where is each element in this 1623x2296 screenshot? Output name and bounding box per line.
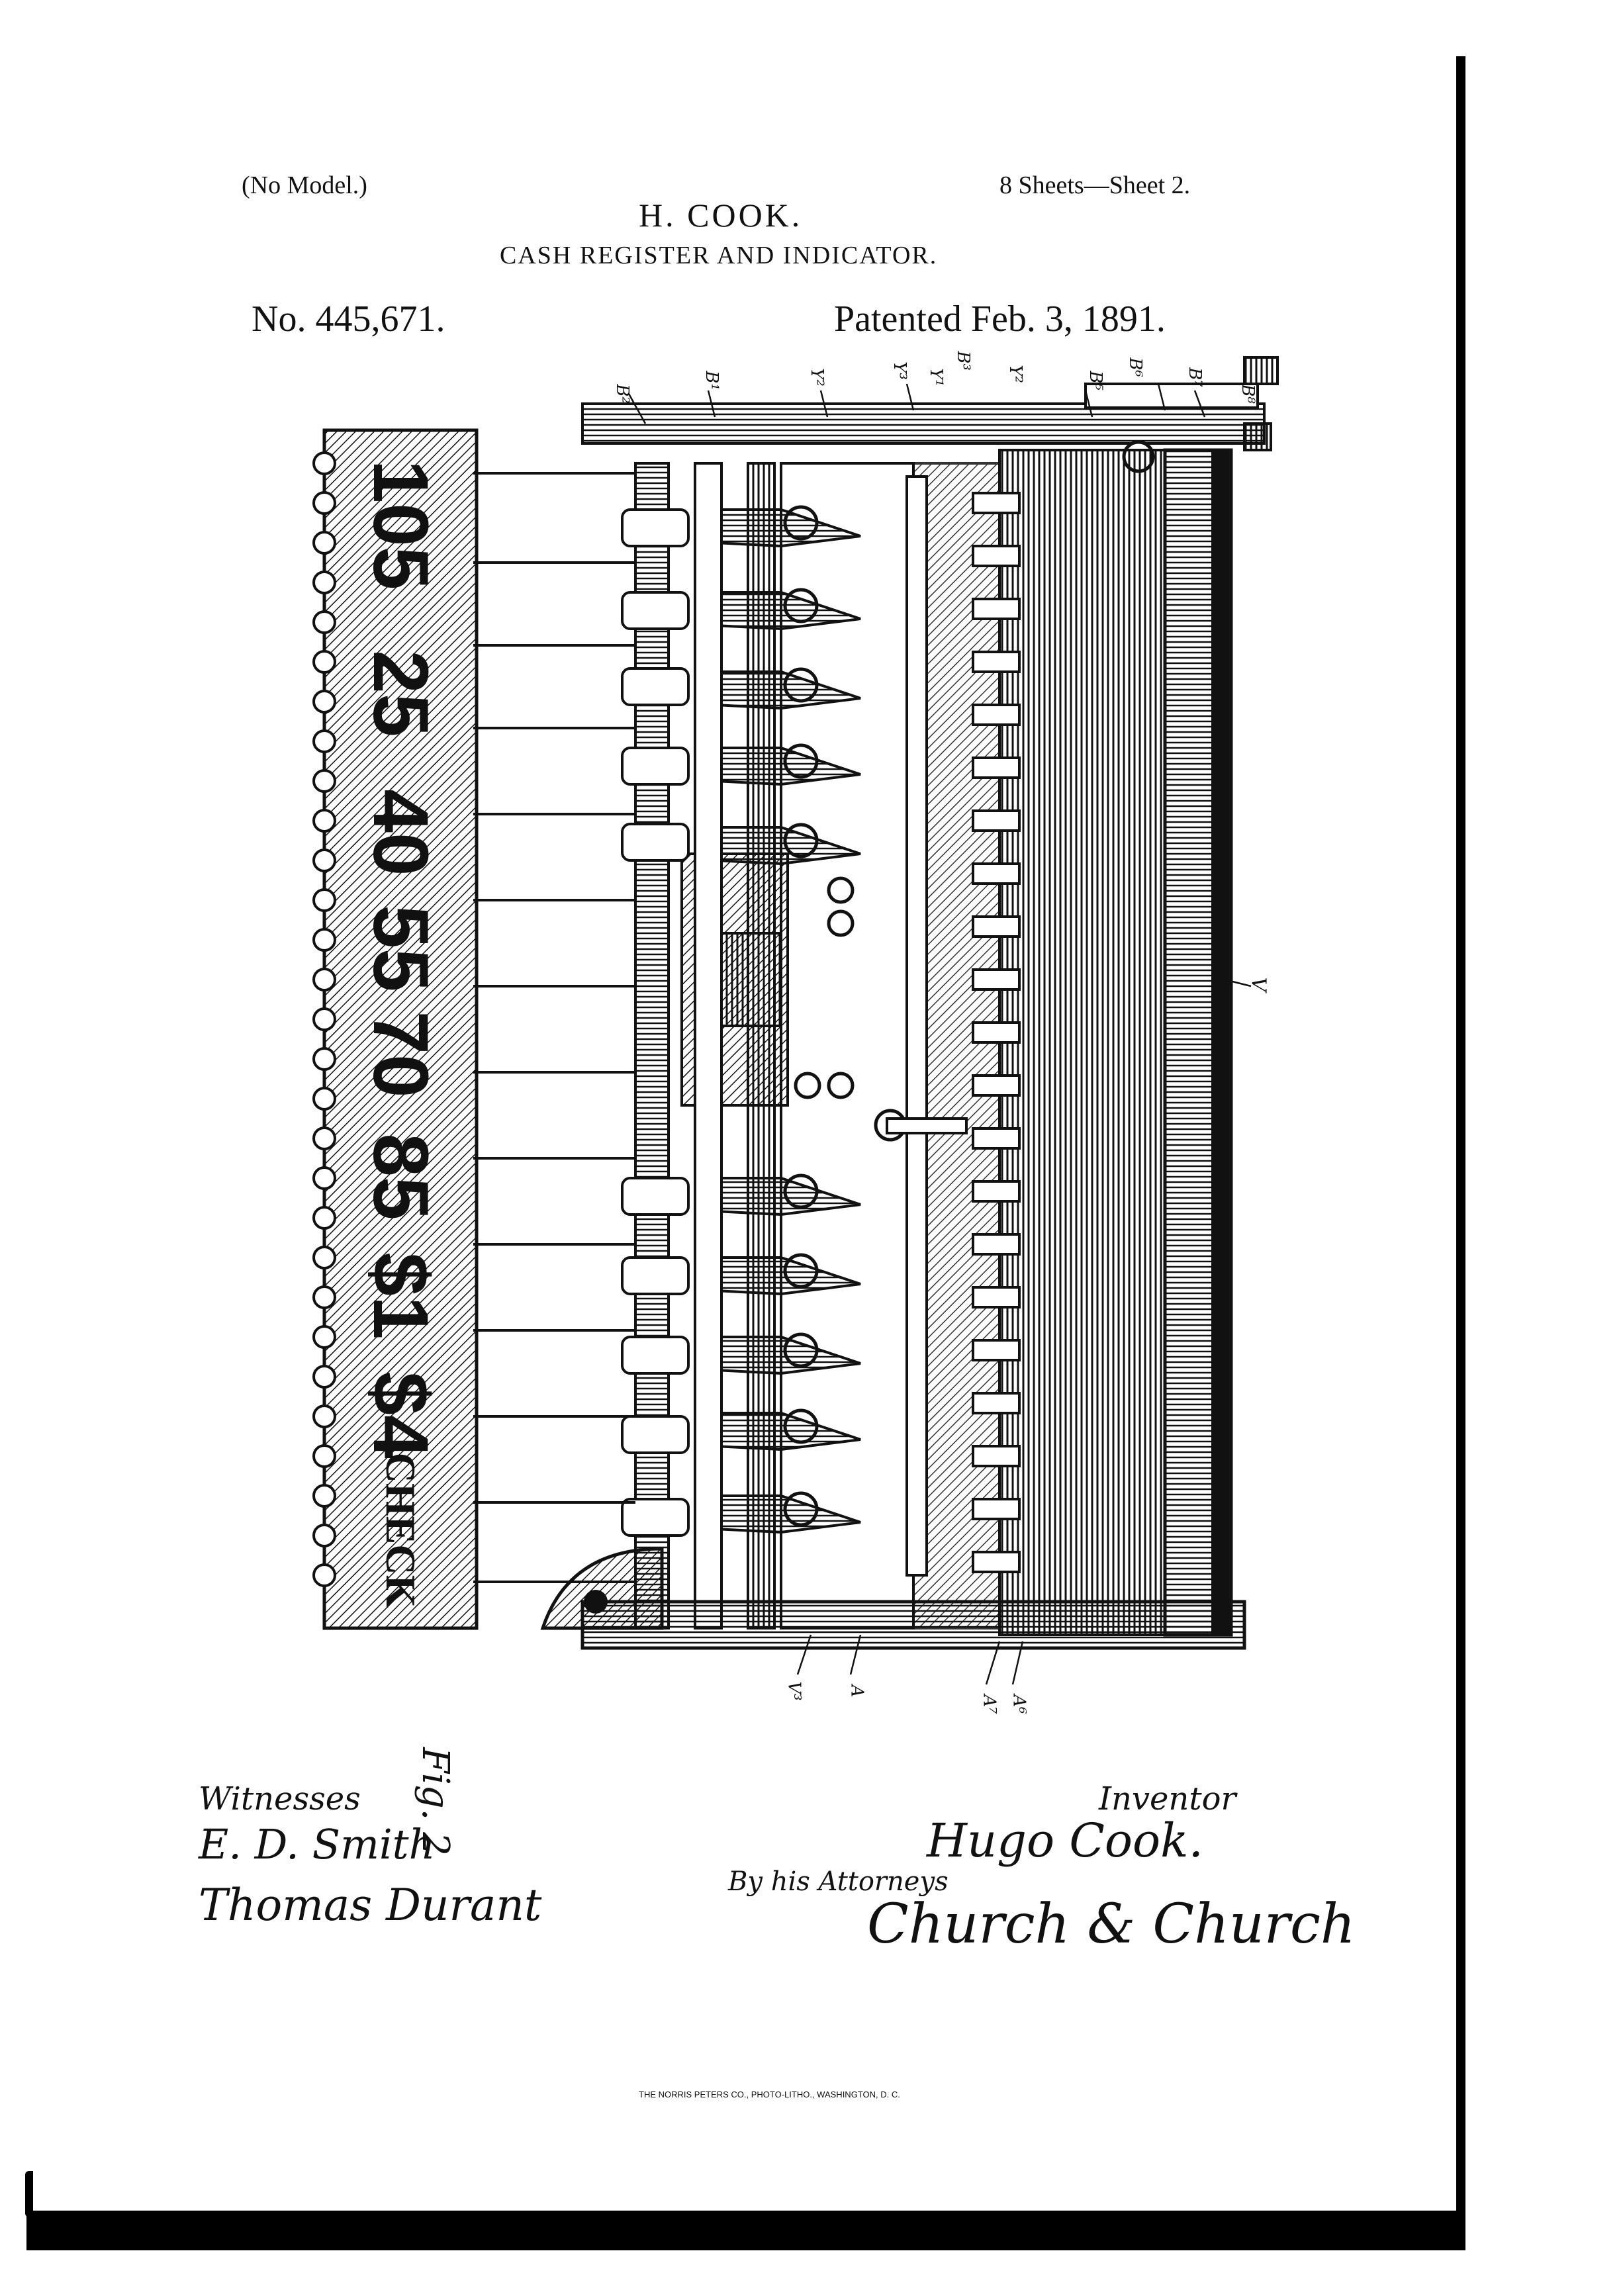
top-shaft: [1084, 383, 1259, 409]
witnesses-label: Witnesses: [199, 1780, 361, 1817]
right-bolt-2: [1243, 422, 1272, 451]
right-edge-border: [1456, 56, 1465, 2240]
ref-A6: A⁶: [1009, 1694, 1029, 1714]
ref-B2: B²: [612, 384, 632, 404]
patent-number: No. 445,671.: [252, 298, 445, 340]
sheet-count: 8 Sheets—Sheet 2.: [999, 171, 1191, 199]
patent-title: CASH REGISTER AND INDICATOR.: [500, 242, 938, 269]
ref-Y3: Y³: [889, 361, 909, 380]
witness-2-signature: Thomas Durant: [199, 1880, 542, 1931]
ref-V3: V³: [784, 1681, 804, 1701]
left-edge-shadow: [25, 2171, 33, 2217]
tablet-check: CHECK: [377, 1452, 424, 1608]
attorneys-signature: Church & Church: [867, 1893, 1356, 1956]
ref-B1: B¹: [701, 371, 721, 390]
inventor-signature: Hugo Cook.: [927, 1814, 1203, 1868]
ref-A: A: [847, 1684, 867, 1698]
ref-B8: B⁸: [1237, 384, 1258, 404]
ref-Y2-a: Y²: [806, 368, 827, 387]
ref-B6: B⁶: [1125, 357, 1145, 377]
ref-B7: B⁷: [1184, 367, 1205, 387]
attorneys-label: By his Attorneys: [728, 1866, 949, 1897]
shaft-hubs: [621, 508, 690, 1537]
tablet-105: 105: [357, 459, 444, 590]
tablet-rods: [473, 472, 635, 1583]
printer-credit: THE NORRIS PETERS CO., PHOTO-LITHO., WAS…: [639, 2089, 900, 2099]
tablet-25: 25: [357, 650, 444, 737]
base-hub: [540, 1547, 664, 1630]
model-note: (No Model.): [242, 171, 367, 199]
inventor-name: H. COOK.: [639, 197, 803, 234]
ref-B5: B⁵: [1085, 371, 1105, 390]
ref-V: V: [1246, 977, 1270, 992]
patent-date: Patented Feb. 3, 1891.: [834, 298, 1166, 340]
rod-V: [905, 475, 928, 1577]
top-right-bolt: [1243, 356, 1279, 385]
shaft-2: [694, 462, 723, 1630]
inventor-label: Inventor: [1099, 1780, 1236, 1817]
lever-bar: [886, 1117, 968, 1134]
witness-1-signature: E. D. Smith: [199, 1820, 436, 1868]
ref-Y2-b: Y²: [1005, 365, 1025, 383]
key-bank: [998, 449, 1166, 1636]
bottom-frame: [580, 1600, 1246, 1650]
shaft-3: [747, 462, 776, 1630]
top-frame-bar: [581, 402, 1266, 445]
bottom-edge-border: [26, 2211, 1465, 2250]
ref-B3: B³: [952, 351, 973, 371]
ref-A7: A⁷: [979, 1694, 999, 1714]
center-plate: [780, 462, 915, 1630]
key-levers: [972, 492, 1021, 1573]
indicator-tablets: 105 25 40 55 70 85 $1 $4 CHECK: [334, 430, 467, 1628]
reference-leaders: [627, 383, 1252, 1685]
tablet-scallops: [312, 451, 336, 1587]
ref-Y1: Y¹: [925, 368, 946, 387]
base-hub-center: [584, 1590, 608, 1614]
side-frame-edge: [1211, 450, 1232, 1635]
